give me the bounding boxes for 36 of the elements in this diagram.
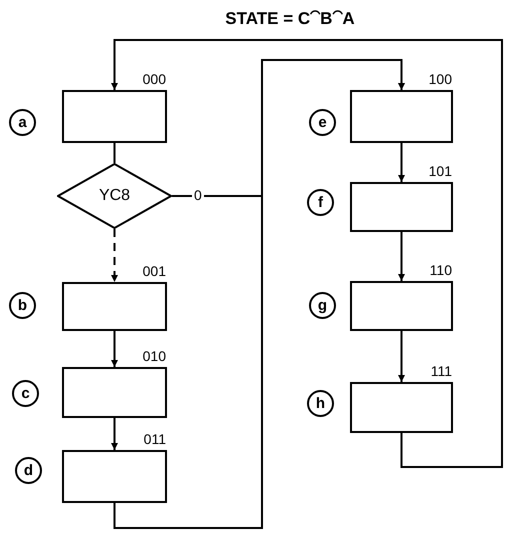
state-letter-circle: f [307, 189, 334, 216]
edge-label: 0 [192, 187, 204, 203]
arrow [114, 59, 405, 529]
state-box [350, 182, 453, 232]
state-letter-circle: d [15, 457, 42, 484]
diagram-title: STATE = C⁀B⁀A [224, 8, 356, 29]
state-box [62, 282, 167, 331]
state-box [62, 367, 167, 418]
state-code: 011 [144, 431, 166, 447]
state-code: 100 [428, 71, 452, 87]
state-code: 000 [142, 71, 166, 87]
state-letter-circle: a [9, 109, 36, 136]
state-letter-circle: b [9, 292, 36, 319]
arrow [111, 418, 118, 450]
state-code: 010 [142, 348, 166, 364]
state-letter-circle: h [307, 390, 334, 417]
state-code: 101 [428, 163, 452, 179]
state-letter-circle: e [309, 109, 336, 136]
state-letter-circle: g [309, 292, 336, 319]
state-code: 111 [430, 363, 452, 379]
decision-diamond [57, 163, 172, 229]
arrow [111, 331, 118, 367]
state-code: 001 [142, 263, 166, 279]
state-letter-circle: c [12, 380, 39, 407]
arrow [398, 232, 405, 281]
arrow [398, 143, 405, 182]
arrow [398, 331, 405, 382]
state-box [350, 90, 453, 143]
condition-text: YC8 [98, 187, 130, 205]
state-box [350, 382, 453, 433]
arrow [111, 229, 118, 282]
state-code: 110 [430, 262, 452, 278]
arrow [111, 39, 503, 468]
state-box [62, 450, 167, 503]
state-box [62, 90, 167, 143]
state-box [350, 281, 453, 331]
